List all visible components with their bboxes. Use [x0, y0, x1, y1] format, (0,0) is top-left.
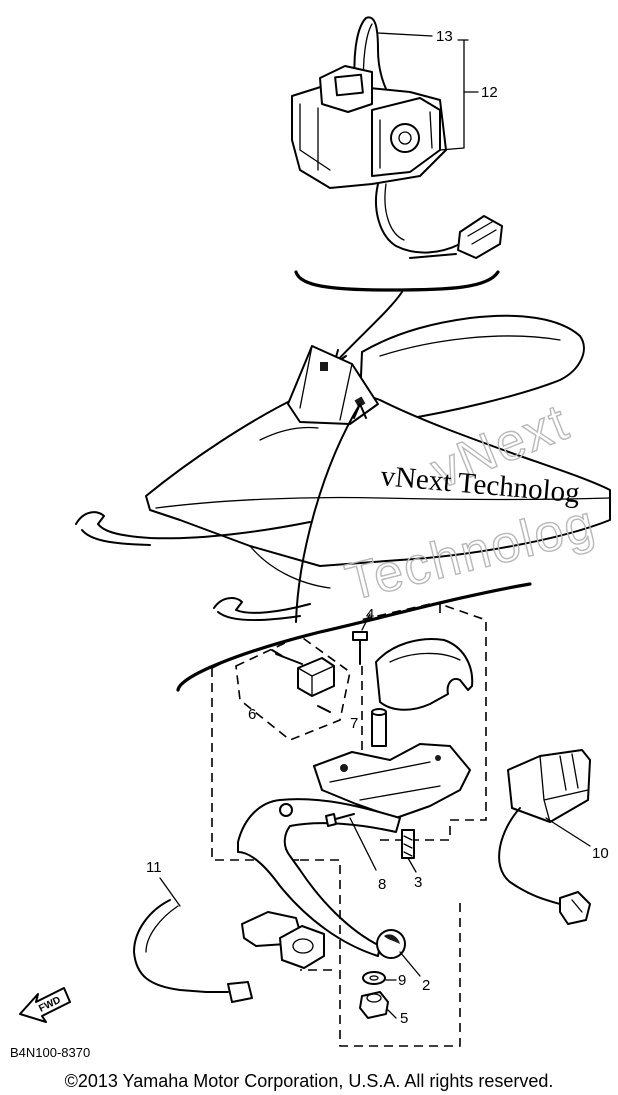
arrow-module-to-cowl	[333, 291, 403, 365]
callout-9: 9	[398, 972, 406, 989]
cover-cap	[375, 638, 474, 711]
nut-dash-outline	[300, 859, 461, 1047]
fwd-arrow-icon: FWD	[19, 987, 71, 1023]
lever-bracket	[313, 743, 471, 819]
screw-4	[352, 613, 371, 665]
callout-leaders-top	[377, 32, 479, 151]
brake-lever	[237, 798, 401, 957]
washer-9	[362, 971, 397, 985]
switch-11	[133, 877, 325, 1003]
callout-11: 11	[146, 859, 162, 876]
separator-curve-bottom	[176, 582, 532, 692]
callout-7: 7	[350, 715, 358, 732]
callout-6: 6	[248, 706, 256, 723]
callout-10: 10	[592, 845, 609, 862]
arrow-assembly-to-cowl	[295, 403, 361, 623]
module-10	[498, 749, 591, 925]
callout-12: 12	[481, 84, 498, 101]
nut-5	[359, 991, 397, 1019]
assembly-dash-outline	[211, 603, 487, 861]
figure-code: B4N100-8370	[10, 1045, 91, 1060]
snowmobile-outline	[75, 314, 611, 622]
screw-3	[401, 829, 417, 873]
spacer-7	[361, 666, 387, 760]
copyright-notice: ©2013 Yamaha Motor Corporation, U.S.A. A…	[64, 1071, 554, 1091]
callout-4: 4	[366, 606, 374, 623]
callout-3: 3	[414, 874, 422, 891]
control-module-assembly	[291, 16, 503, 259]
separator-curve-top	[294, 270, 500, 292]
callout-13: 13	[436, 28, 453, 45]
callout-5: 5	[400, 1010, 408, 1027]
callout-8: 8	[378, 876, 386, 893]
sub-switch-6	[235, 635, 351, 741]
callout-2: 2	[422, 977, 430, 994]
pin-8	[325, 813, 377, 871]
